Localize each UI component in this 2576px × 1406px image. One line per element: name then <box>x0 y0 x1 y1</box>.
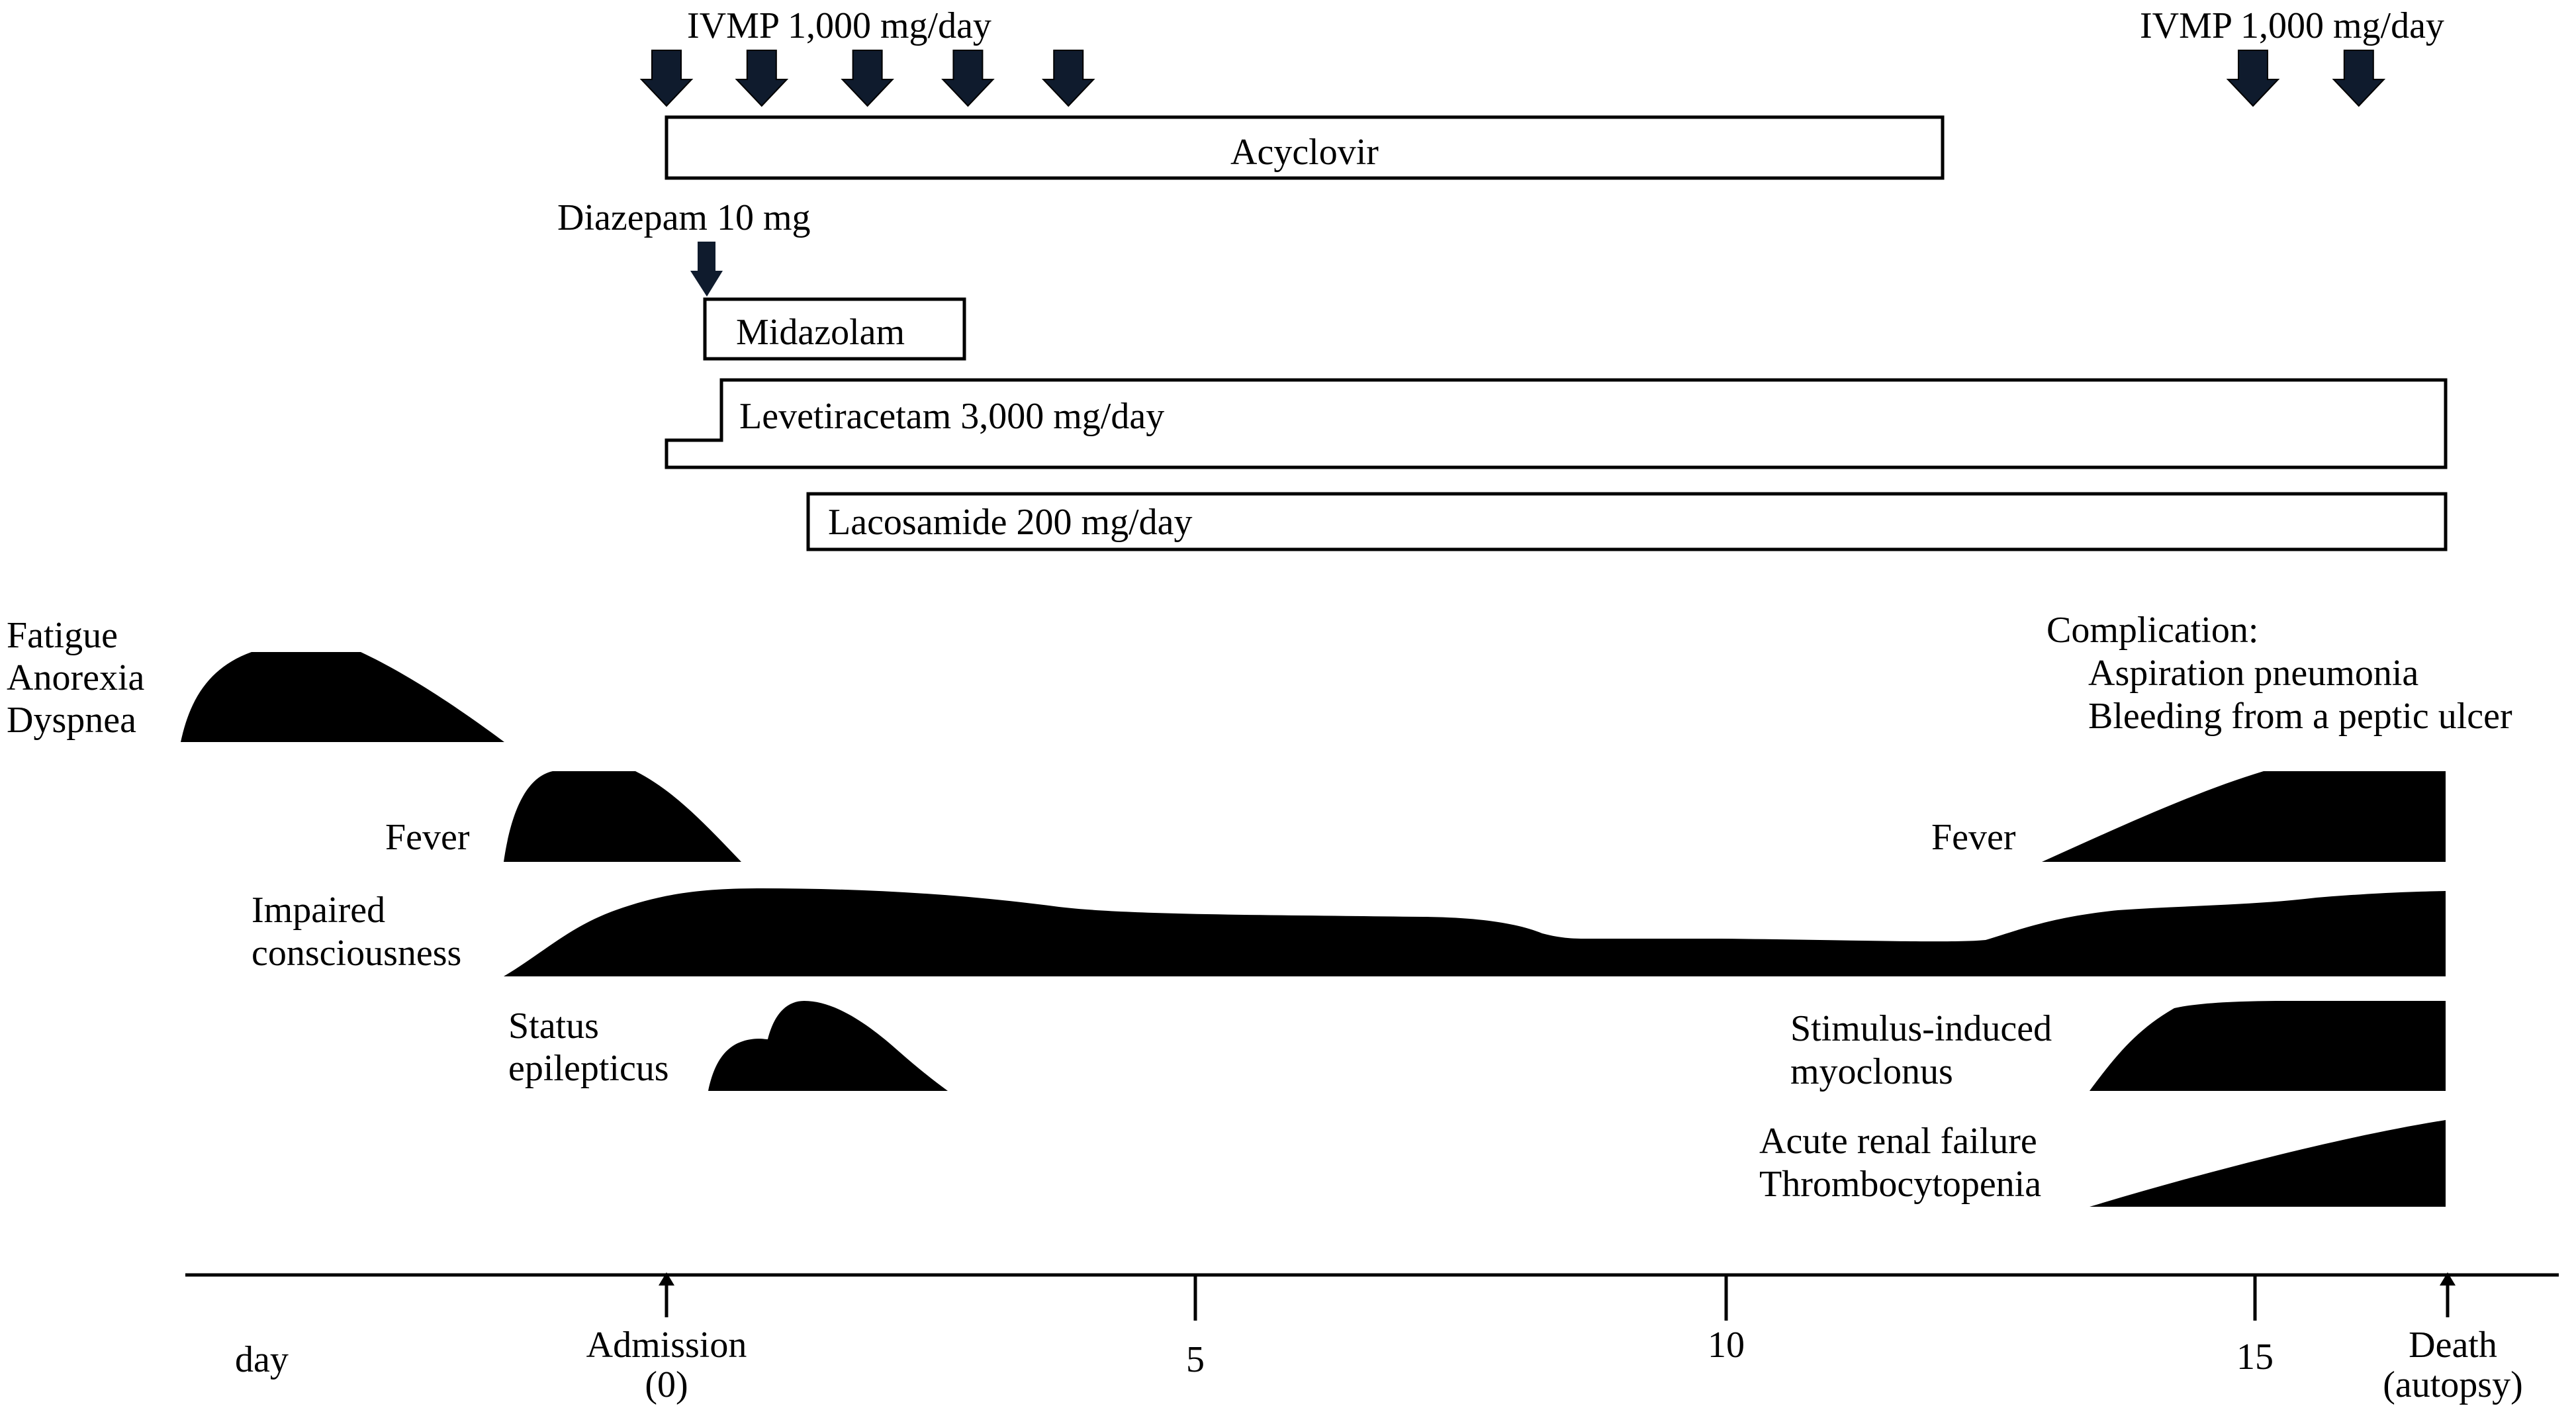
impaired-label-line2: consciousness <box>252 933 461 974</box>
ivmp-first-arrow-3 <box>841 50 894 107</box>
renal-failure-label: Acute renal failure <box>1759 1121 2037 1162</box>
ivmp-second-arrows <box>2226 50 2386 107</box>
ivmp-first-arrow-1 <box>639 50 694 107</box>
fever-early-shape <box>504 771 741 862</box>
complication-title: Complication: <box>2047 610 2258 651</box>
ivmp-first-arrow-2 <box>735 50 789 107</box>
impaired-label-line1: Impaired <box>252 890 385 931</box>
death-label-line2: (autopsy) <box>2383 1364 2523 1405</box>
death-label-line1: Death <box>2409 1325 2497 1366</box>
impaired-consciousness-shape <box>504 888 2446 976</box>
lacosamide-bar <box>806 492 2448 551</box>
tick-label-5: 5 <box>1186 1339 1205 1380</box>
fever-late-label: Fever <box>1931 817 2016 858</box>
myoclonus-shape <box>2090 1001 2446 1091</box>
myoclonus-label-line1: Stimulus-induced <box>1790 1008 2052 1049</box>
myoclonus-label-line2: myoclonus <box>1790 1051 1953 1092</box>
levetiracetam-label: Levetiracetam 3,000 mg/day <box>739 396 1164 437</box>
status-label-line1: Status <box>508 1006 599 1047</box>
midazolam-label: Midazolam <box>736 312 905 353</box>
complication-item-2: Bleeding from a peptic ulcer <box>2088 696 2512 737</box>
acyclovir-bar <box>665 115 1945 180</box>
diazepam-label: Diazepam 10 mg <box>557 197 811 238</box>
ivmp-first-label: IVMP 1,000 mg/day <box>687 5 991 46</box>
ivmp-second-arrow-2 <box>2332 50 2386 107</box>
death-marker <box>2440 1272 2456 1317</box>
ivmp-first-arrows <box>639 50 1095 107</box>
fever-late-shape <box>2042 771 2446 862</box>
fever-early-label: Fever <box>385 817 470 858</box>
ivmp-first-arrow-4 <box>941 50 995 107</box>
tick-label-15: 15 <box>2236 1336 2274 1378</box>
thrombocytopenia-label: Thrombocytopenia <box>1759 1164 2041 1205</box>
fatigue-label: Fatigue <box>7 615 118 656</box>
admission-marker <box>659 1272 674 1317</box>
dyspnea-label: Dyspnea <box>7 700 136 741</box>
status-label-line2: epilepticus <box>508 1048 669 1089</box>
axis-unit-label: day <box>235 1339 289 1380</box>
diazepam-arrow <box>690 242 723 297</box>
ivmp-second-label: IVMP 1,000 mg/day <box>2140 5 2444 46</box>
ivmp-first-arrow-5 <box>1041 50 1095 107</box>
status-epilepticus-shape <box>708 1001 948 1091</box>
tick-label-10: 10 <box>1708 1325 1745 1366</box>
lacosamide-label: Lacosamide 200 mg/day <box>828 502 1193 543</box>
complication-item-1: Aspiration pneumonia <box>2088 653 2418 694</box>
fatigue-symptom-shape <box>181 652 504 742</box>
anorexia-label: Anorexia <box>7 657 145 698</box>
ivmp-second-arrow-1 <box>2226 50 2280 107</box>
levetiracetam-bar <box>665 378 2448 469</box>
renal-failure-shape <box>2090 1120 2446 1207</box>
midazolam-bar <box>703 297 966 361</box>
admission-label-line1: Admission <box>586 1325 747 1366</box>
acyclovir-label: Acyclovir <box>1230 132 1379 173</box>
admission-label-line2: (0) <box>645 1364 688 1405</box>
